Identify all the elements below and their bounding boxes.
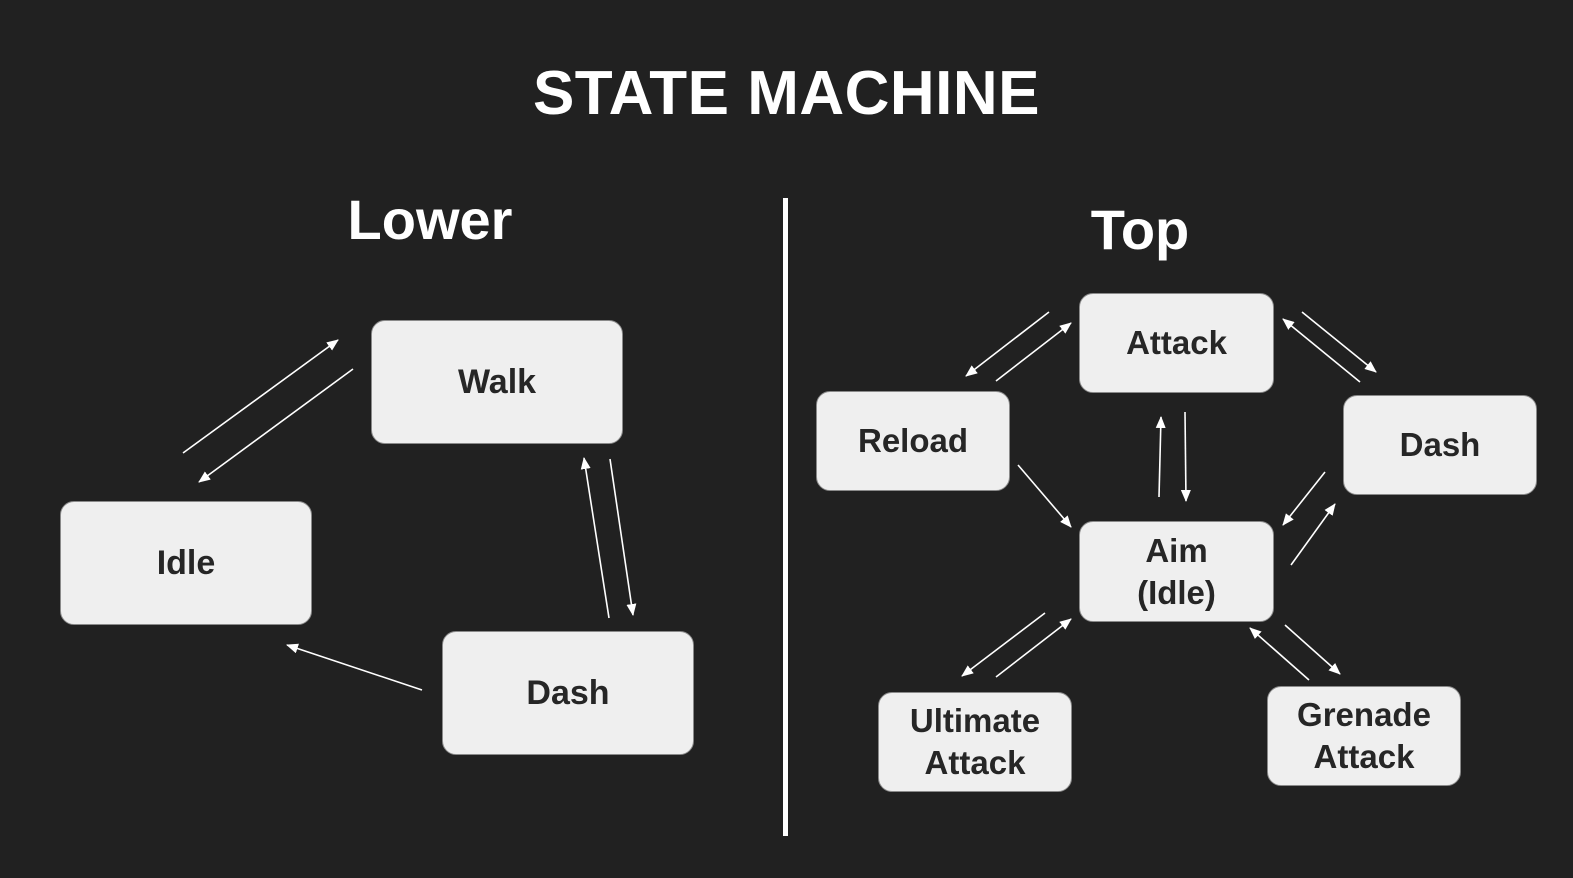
arrow-top-reload-to-attack bbox=[995, 322, 1072, 382]
arrow-top-reload-to-aim bbox=[1017, 464, 1072, 528]
arrow-lower-dash-to-walk bbox=[580, 457, 610, 619]
top-state-ultimate-attack-label: Ultimate Attack bbox=[909, 702, 1041, 781]
arrow-lower-walk-to-dash bbox=[609, 458, 637, 616]
lower-state-idle-label: Idle bbox=[156, 544, 216, 582]
top-state-reload: Reload bbox=[816, 391, 1010, 491]
arrow-top-aim-to-grenade bbox=[1284, 624, 1341, 675]
arrow-lower-idle-to-walk bbox=[182, 339, 339, 454]
arrow-top-aim-to-attack bbox=[1155, 416, 1166, 498]
top-state-attack: Attack bbox=[1079, 293, 1274, 393]
arrow-lower-walk-to-idle bbox=[198, 368, 354, 483]
top-section-heading: Top bbox=[1090, 198, 1190, 261]
arrow-top-aim-to-dash bbox=[1290, 503, 1336, 566]
top-state-aim-idle: Aim (Idle) bbox=[1079, 521, 1274, 622]
top-state-grenade-attack-label: Grenade Attack bbox=[1297, 696, 1431, 775]
lower-state-walk-label: Walk bbox=[457, 363, 537, 401]
top-state-ultimate-attack: Ultimate Attack bbox=[878, 692, 1072, 792]
arrow-top-attack-to-reload bbox=[965, 311, 1050, 377]
top-state-reload-label: Reload bbox=[857, 422, 969, 459]
lower-state-walk: Walk bbox=[371, 320, 623, 444]
arrow-top-aim-to-ultimate bbox=[961, 612, 1046, 677]
top-state-grenade-attack: Grenade Attack bbox=[1267, 686, 1461, 786]
arrow-top-dash-to-aim bbox=[1282, 471, 1326, 526]
arrow-top-ultimate-to-aim bbox=[995, 618, 1072, 678]
section-divider bbox=[783, 198, 788, 836]
top-state-dash: Dash bbox=[1343, 395, 1537, 495]
lower-section-heading: Lower bbox=[347, 188, 513, 251]
arrow-top-dash-to-attack bbox=[1282, 318, 1361, 383]
arrow-top-attack-to-aim bbox=[1180, 411, 1191, 502]
top-state-attack-label: Attack bbox=[1126, 324, 1227, 361]
arrow-lower-dash-to-idle bbox=[286, 643, 423, 691]
top-state-dash-label: Dash bbox=[1399, 426, 1481, 463]
arrow-top-attack-to-dash bbox=[1301, 311, 1377, 373]
arrow-top-grenade-to-aim bbox=[1249, 627, 1310, 681]
lower-state-idle: Idle bbox=[60, 501, 312, 625]
page-title: STATE MACHINE bbox=[532, 59, 1041, 128]
lower-state-dash: Dash bbox=[442, 631, 694, 755]
lower-state-dash-label: Dash bbox=[526, 674, 610, 712]
top-state-aim-idle-label: Aim (Idle) bbox=[1137, 531, 1216, 611]
